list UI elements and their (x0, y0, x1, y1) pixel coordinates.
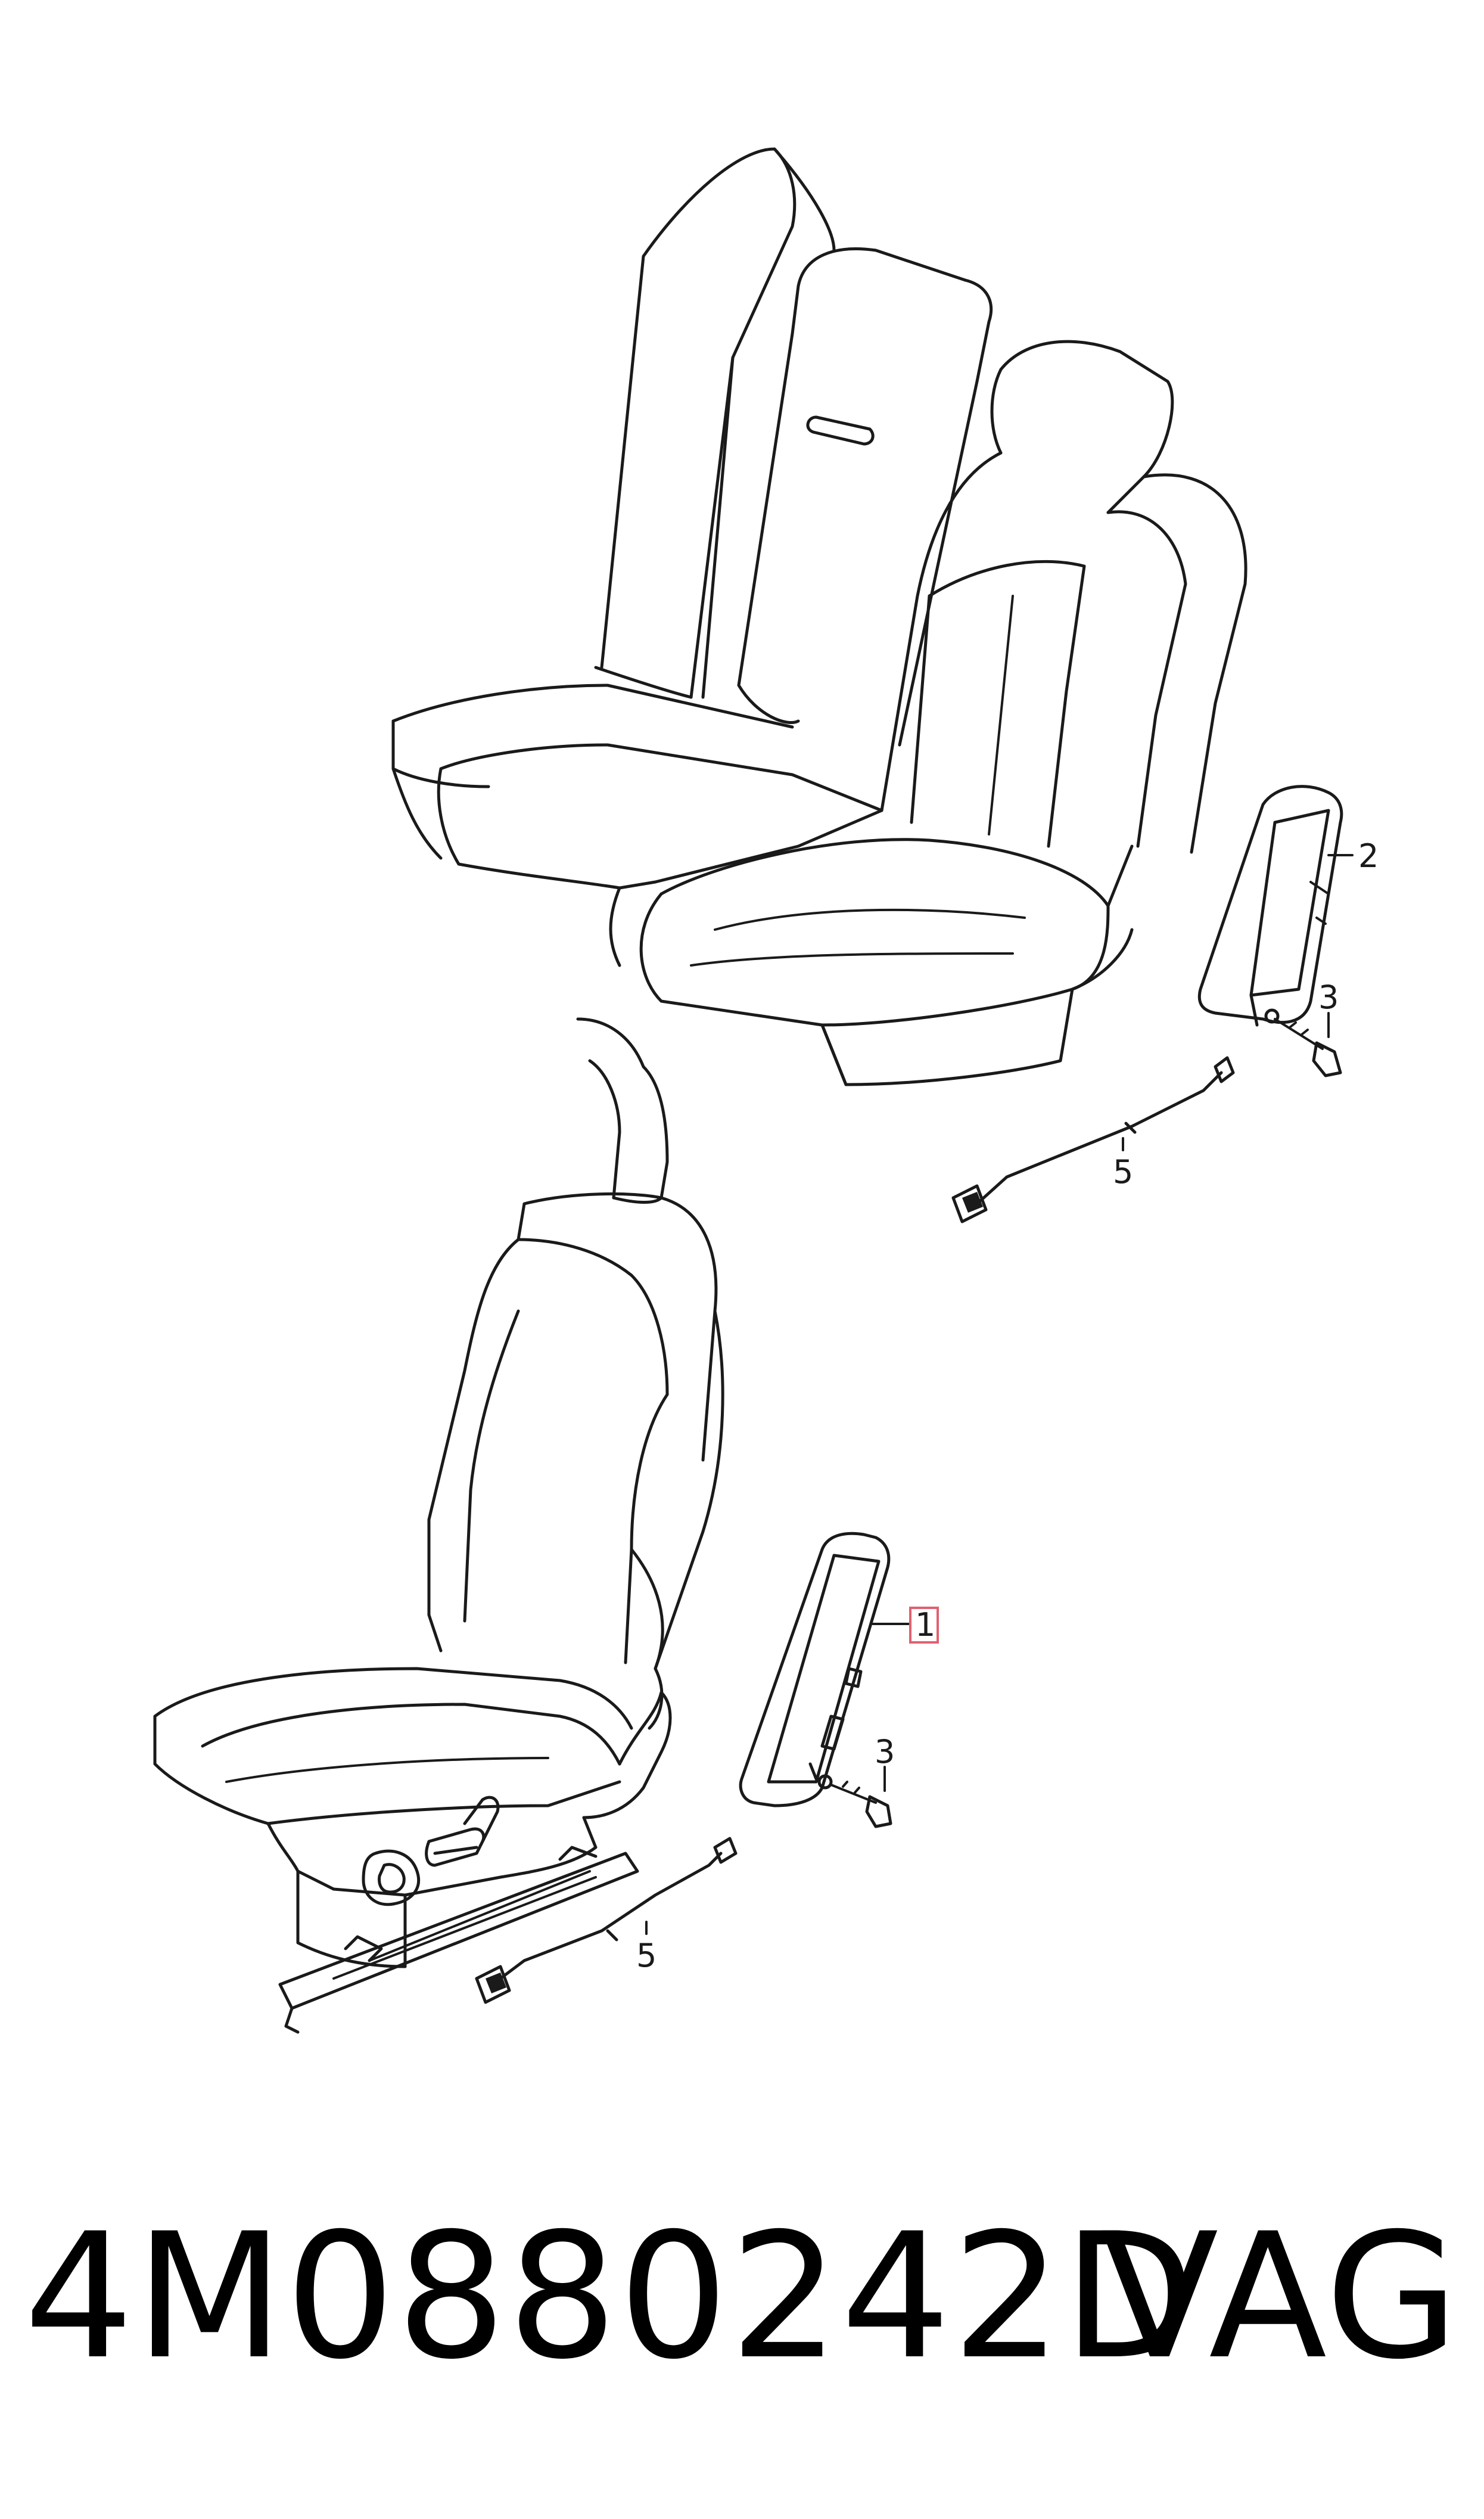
brand-name: VAG (1100, 2197, 1460, 2397)
callout-2: 2 (1327, 837, 1379, 875)
callout-1-label: 1 (915, 1606, 935, 1644)
callout-3-lower: 3 (875, 1733, 895, 1792)
callout-3-upper-label: 3 (1318, 979, 1339, 1016)
callout-5-upper-label: 5 (1113, 1153, 1133, 1191)
front-side-airbag-part-1 (739, 1532, 891, 1807)
front-seat (153, 1017, 724, 2034)
wiring-harness-upper (951, 1056, 1235, 1223)
screw-lower (830, 1781, 892, 1828)
rear-bench-seat (391, 147, 1247, 1086)
seat-adjust-switches (362, 1796, 500, 1906)
callout-3-upper: 3 (1318, 979, 1339, 1038)
part-number: 4M0880242D (24, 2197, 1197, 2397)
callout-2-label: 2 (1358, 837, 1379, 875)
callout-1-highlight-box (909, 1607, 939, 1644)
callout-5-upper: 5 (1113, 1137, 1133, 1191)
wiring-harness-lower (475, 1837, 738, 2004)
seat-rail (278, 1846, 639, 2034)
callout-1: 1 (872, 1606, 939, 1644)
rear-side-airbag-part-2 (1197, 785, 1343, 1027)
callout-3-lower-label: 3 (875, 1733, 895, 1771)
callout-5-lower: 5 (636, 1921, 657, 1974)
screw-upper (1274, 1018, 1342, 1077)
callout-5-lower-label: 5 (636, 1937, 657, 1974)
